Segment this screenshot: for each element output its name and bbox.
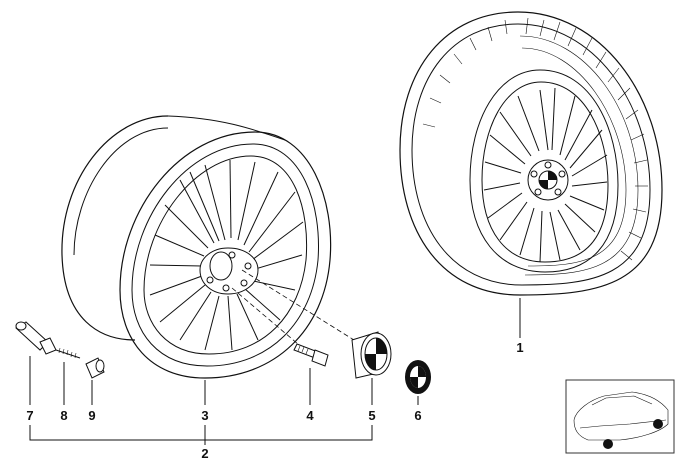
callout-7: 7 [26,408,33,423]
valve-insert[interactable] [55,347,81,359]
tire-tread [422,17,648,261]
callout-6: 6 [414,408,421,423]
valve-cap[interactable] [85,357,105,379]
tire-valve[interactable] [15,321,57,355]
callout-4: 4 [306,408,314,423]
leader-lines [29,298,521,445]
emblem[interactable] [405,360,431,394]
callout-3: 3 [201,408,208,423]
complete-wheel-assembly[interactable] [399,11,663,296]
callout-5: 5 [368,408,375,423]
front-wheel-marker-icon [603,439,613,449]
callout-8: 8 [60,408,67,423]
wheel-spokes [483,87,608,263]
light-alloy-rim[interactable] [61,115,332,379]
callout-9: 9 [88,408,95,423]
callout-1: 1 [516,340,523,355]
car-locator-thumbnail [565,379,675,454]
hub-cap[interactable] [351,331,392,379]
alignment-line-bolt [231,287,306,351]
rim-spokes [149,159,304,351]
rear-wheel-marker-icon [653,419,663,429]
wheel-bolt[interactable] [293,343,329,367]
callout-2: 2 [201,446,208,461]
